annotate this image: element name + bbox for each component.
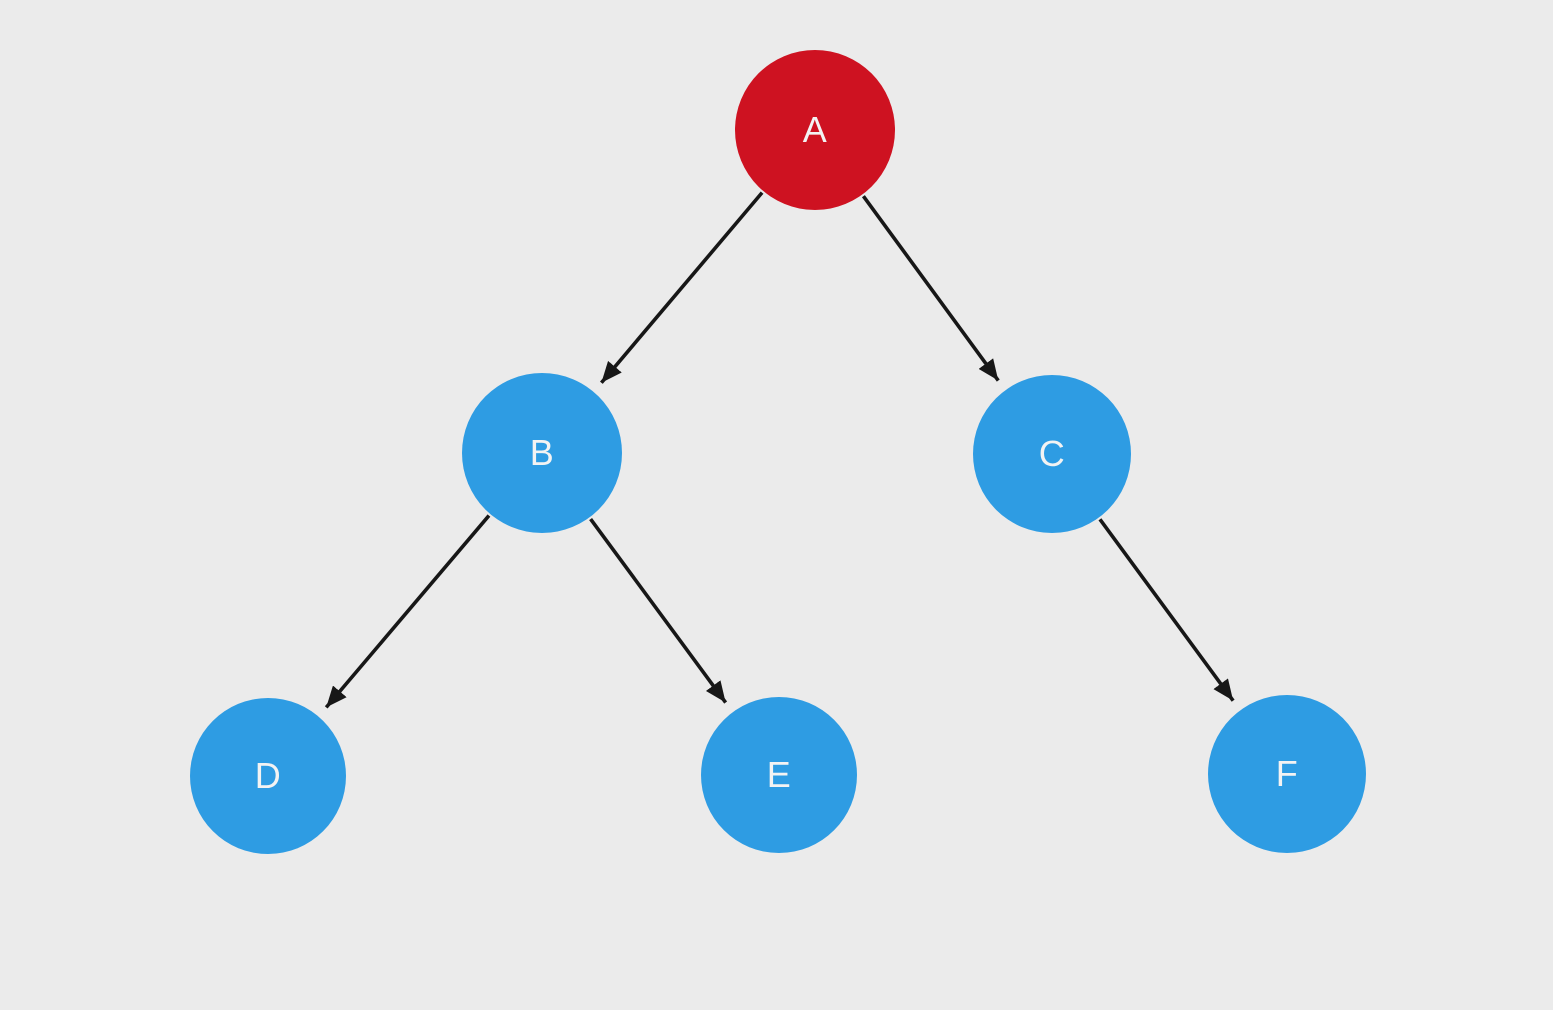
tree-node-b[interactable]: B [462, 373, 622, 533]
edge-a-b [600, 191, 764, 384]
tree-node-a[interactable]: A [735, 50, 895, 210]
node-label-a: A [802, 109, 828, 150]
edge-c-f [1098, 518, 1235, 702]
tree-node-f[interactable]: F [1208, 695, 1366, 853]
tree-node-e[interactable]: E [701, 697, 857, 853]
node-label-f: F [1275, 753, 1299, 794]
edge-b-e [589, 517, 728, 704]
tree-node-d[interactable]: D [190, 698, 346, 854]
edge-a-c [861, 195, 1000, 382]
edge-b-d [324, 514, 491, 709]
node-label-d: D [254, 755, 282, 796]
tree-node-c[interactable]: C [973, 375, 1131, 533]
node-label-e: E [766, 754, 792, 795]
node-label-c: C [1038, 433, 1066, 474]
node-label-b: B [529, 432, 555, 473]
